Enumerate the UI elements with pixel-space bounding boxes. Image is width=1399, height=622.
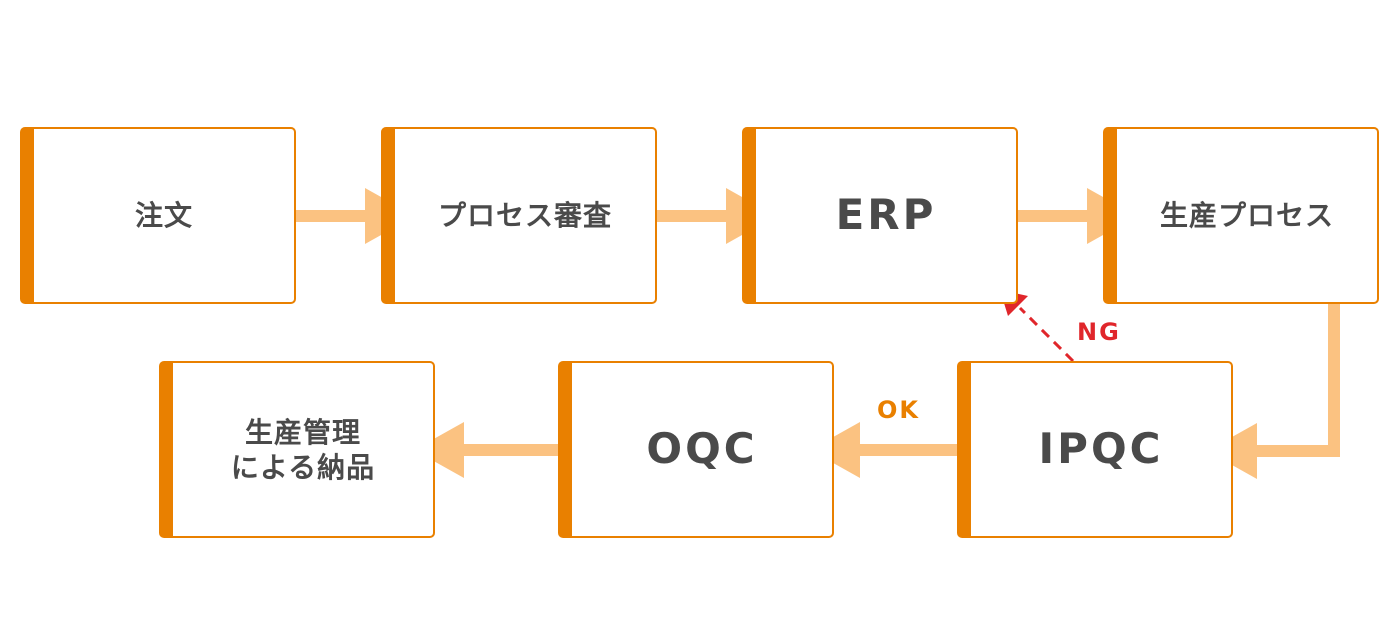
node-process-review: プロセス審査 [381,127,657,304]
node-label: ERP [835,190,937,240]
node-label-line-2: による納品 [230,450,376,484]
node-delivery: 生産管理 による納品 [159,361,435,538]
ng-edge-label: NG [1077,318,1121,346]
node-label: 生産プロセス [1159,199,1334,232]
node-erp: ERP [742,127,1018,304]
node-label-line-1: 生産管理 [244,415,361,449]
node-label: プロセス審査 [437,199,612,232]
node-label: 生産管理 による納品 [231,415,375,485]
node-order: 注文 [20,127,296,304]
ok-edge-label: OK [877,396,920,424]
node-label: IPQC [1038,424,1164,474]
node-oqc: OQC [558,361,834,538]
node-production-process: 生産プロセス [1103,127,1379,304]
arrow-oqc-to-delivery [414,422,558,478]
node-label: OQC [646,424,758,474]
node-label: 注文 [134,199,193,232]
node-ipqc: IPQC [957,361,1233,538]
